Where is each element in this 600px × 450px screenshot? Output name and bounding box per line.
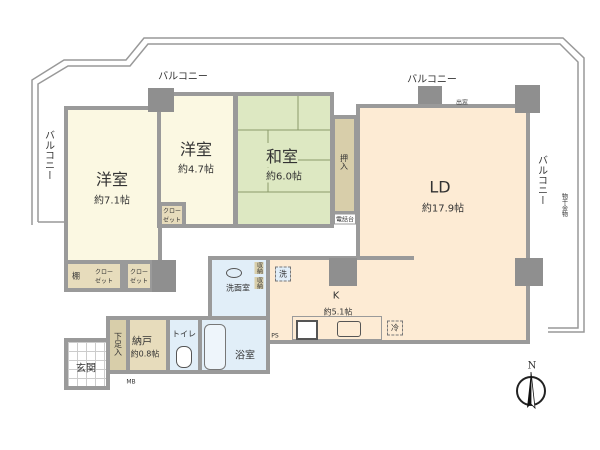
bathtub-icon [204, 324, 226, 370]
hanger-label: 物干金物 [560, 193, 568, 217]
room-name: K [332, 290, 340, 302]
room-name: 玄関 [76, 363, 96, 375]
room-size: 約5.1帖 [323, 307, 353, 317]
room-name: LD [429, 177, 451, 197]
mb-label: MB [126, 378, 136, 386]
column [418, 86, 442, 104]
balcony-label: バルコニー [158, 71, 208, 83]
ps-label: PS [271, 332, 279, 340]
shelf-label: 棚 [72, 271, 80, 281]
entrance [64, 338, 110, 390]
storage-label: 収納 [254, 277, 264, 289]
room-name: 浴室 [235, 350, 255, 362]
room-name: 納戸 [132, 336, 152, 348]
balcony-label: バルコニー [407, 74, 457, 86]
closet-shelf-area [64, 260, 124, 292]
western-room-1 [64, 106, 162, 264]
compass-north-label: N [527, 360, 537, 372]
fridge-label: 冷 [387, 320, 403, 336]
sink-icon [337, 321, 361, 337]
balcony-label: バルコニー [535, 155, 547, 205]
room-name: 洗面室 [226, 283, 250, 293]
room-name: 洋室 [95, 170, 129, 189]
phone-stand-label: 電話台 [333, 213, 357, 225]
storage-label: 収納 [254, 262, 264, 274]
column [515, 85, 540, 113]
room-size: 約0.8帖 [130, 349, 160, 359]
room-size: 約17.9帖 [421, 203, 465, 215]
closet-western-2 [158, 202, 186, 228]
oshiire-label: 押入 [339, 154, 349, 170]
room-name: 洋室 [179, 140, 213, 159]
column [148, 88, 174, 112]
column [152, 260, 176, 292]
room-size: 約7.1帖 [94, 195, 130, 207]
closet-label: クローゼット [129, 269, 148, 285]
bay-window-label: 出窓 [455, 99, 469, 107]
column [515, 258, 543, 286]
room-name: トイレ [172, 329, 196, 339]
laundry-label: 洗 [275, 266, 291, 282]
toilet-icon [176, 346, 192, 368]
shoe-cabinet-label: 下足入 [113, 332, 123, 356]
washbasin-icon [226, 268, 242, 278]
closet-label: クローゼット [162, 208, 181, 224]
column [329, 258, 357, 286]
room-size: 約4.7帖 [178, 164, 214, 176]
stove-icon [296, 320, 318, 340]
closet-label: クローゼット [94, 269, 113, 285]
balcony-label: バルコニー [42, 130, 54, 180]
room-size: 約6.0帖 [266, 167, 302, 183]
room-name: 和室 [265, 143, 299, 167]
